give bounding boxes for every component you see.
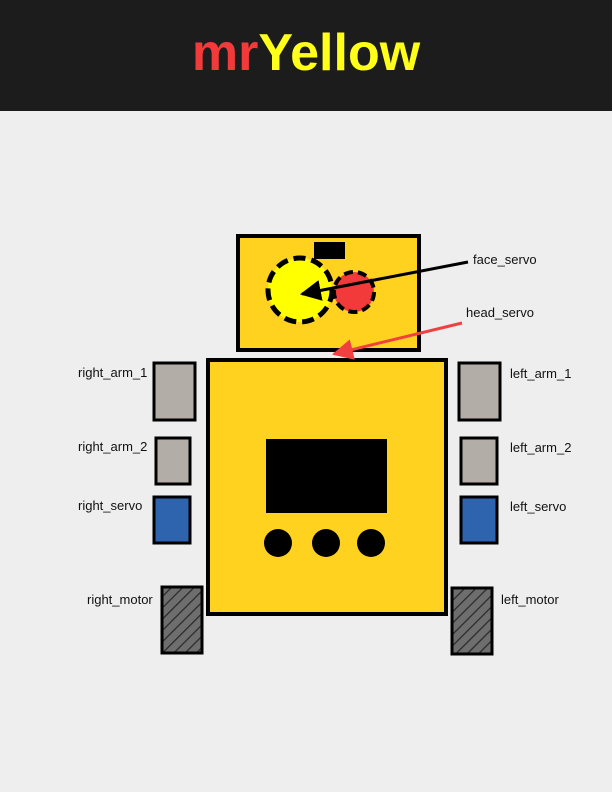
- label-left-motor: left_motor: [501, 592, 559, 607]
- label-right-servo: right_servo: [78, 498, 142, 513]
- label-head-servo: head_servo: [466, 305, 534, 320]
- label-left-servo: left_servo: [510, 499, 566, 514]
- label-right-motor: right_motor: [87, 592, 153, 607]
- right-servo-block: [152, 495, 192, 545]
- label-face-servo: face_servo: [473, 252, 537, 267]
- label-right-arm-1: right_arm_1: [78, 365, 147, 380]
- body-button-1: [264, 529, 292, 557]
- face-servo-arrow: [299, 260, 469, 301]
- title-part-yellow: Yellow: [258, 23, 421, 82]
- left-servo-block: [459, 495, 499, 545]
- face-servo-red-circle: [332, 270, 376, 314]
- label-left-arm-2: left_arm_2: [510, 440, 571, 455]
- left-arm-1-block: [457, 361, 502, 422]
- body-button-3: [357, 529, 385, 557]
- head-sensor: [314, 242, 345, 259]
- right-arm-2-block: [154, 436, 192, 486]
- label-left-arm-1: left_arm_1: [510, 366, 571, 381]
- label-right-arm-2: right_arm_2: [78, 439, 147, 454]
- left-arm-2-block: [459, 436, 499, 486]
- body-screen: [266, 439, 387, 513]
- page-title: mrYellow: [192, 27, 420, 79]
- title-part-mr: mr: [191, 23, 259, 82]
- right-arm-1-block: [152, 361, 197, 422]
- header-bar: mrYellow: [0, 0, 612, 111]
- right-motor-block: [160, 585, 204, 655]
- head-servo-arrow: [331, 321, 463, 360]
- left-motor-block: [450, 586, 494, 656]
- body-button-2: [312, 529, 340, 557]
